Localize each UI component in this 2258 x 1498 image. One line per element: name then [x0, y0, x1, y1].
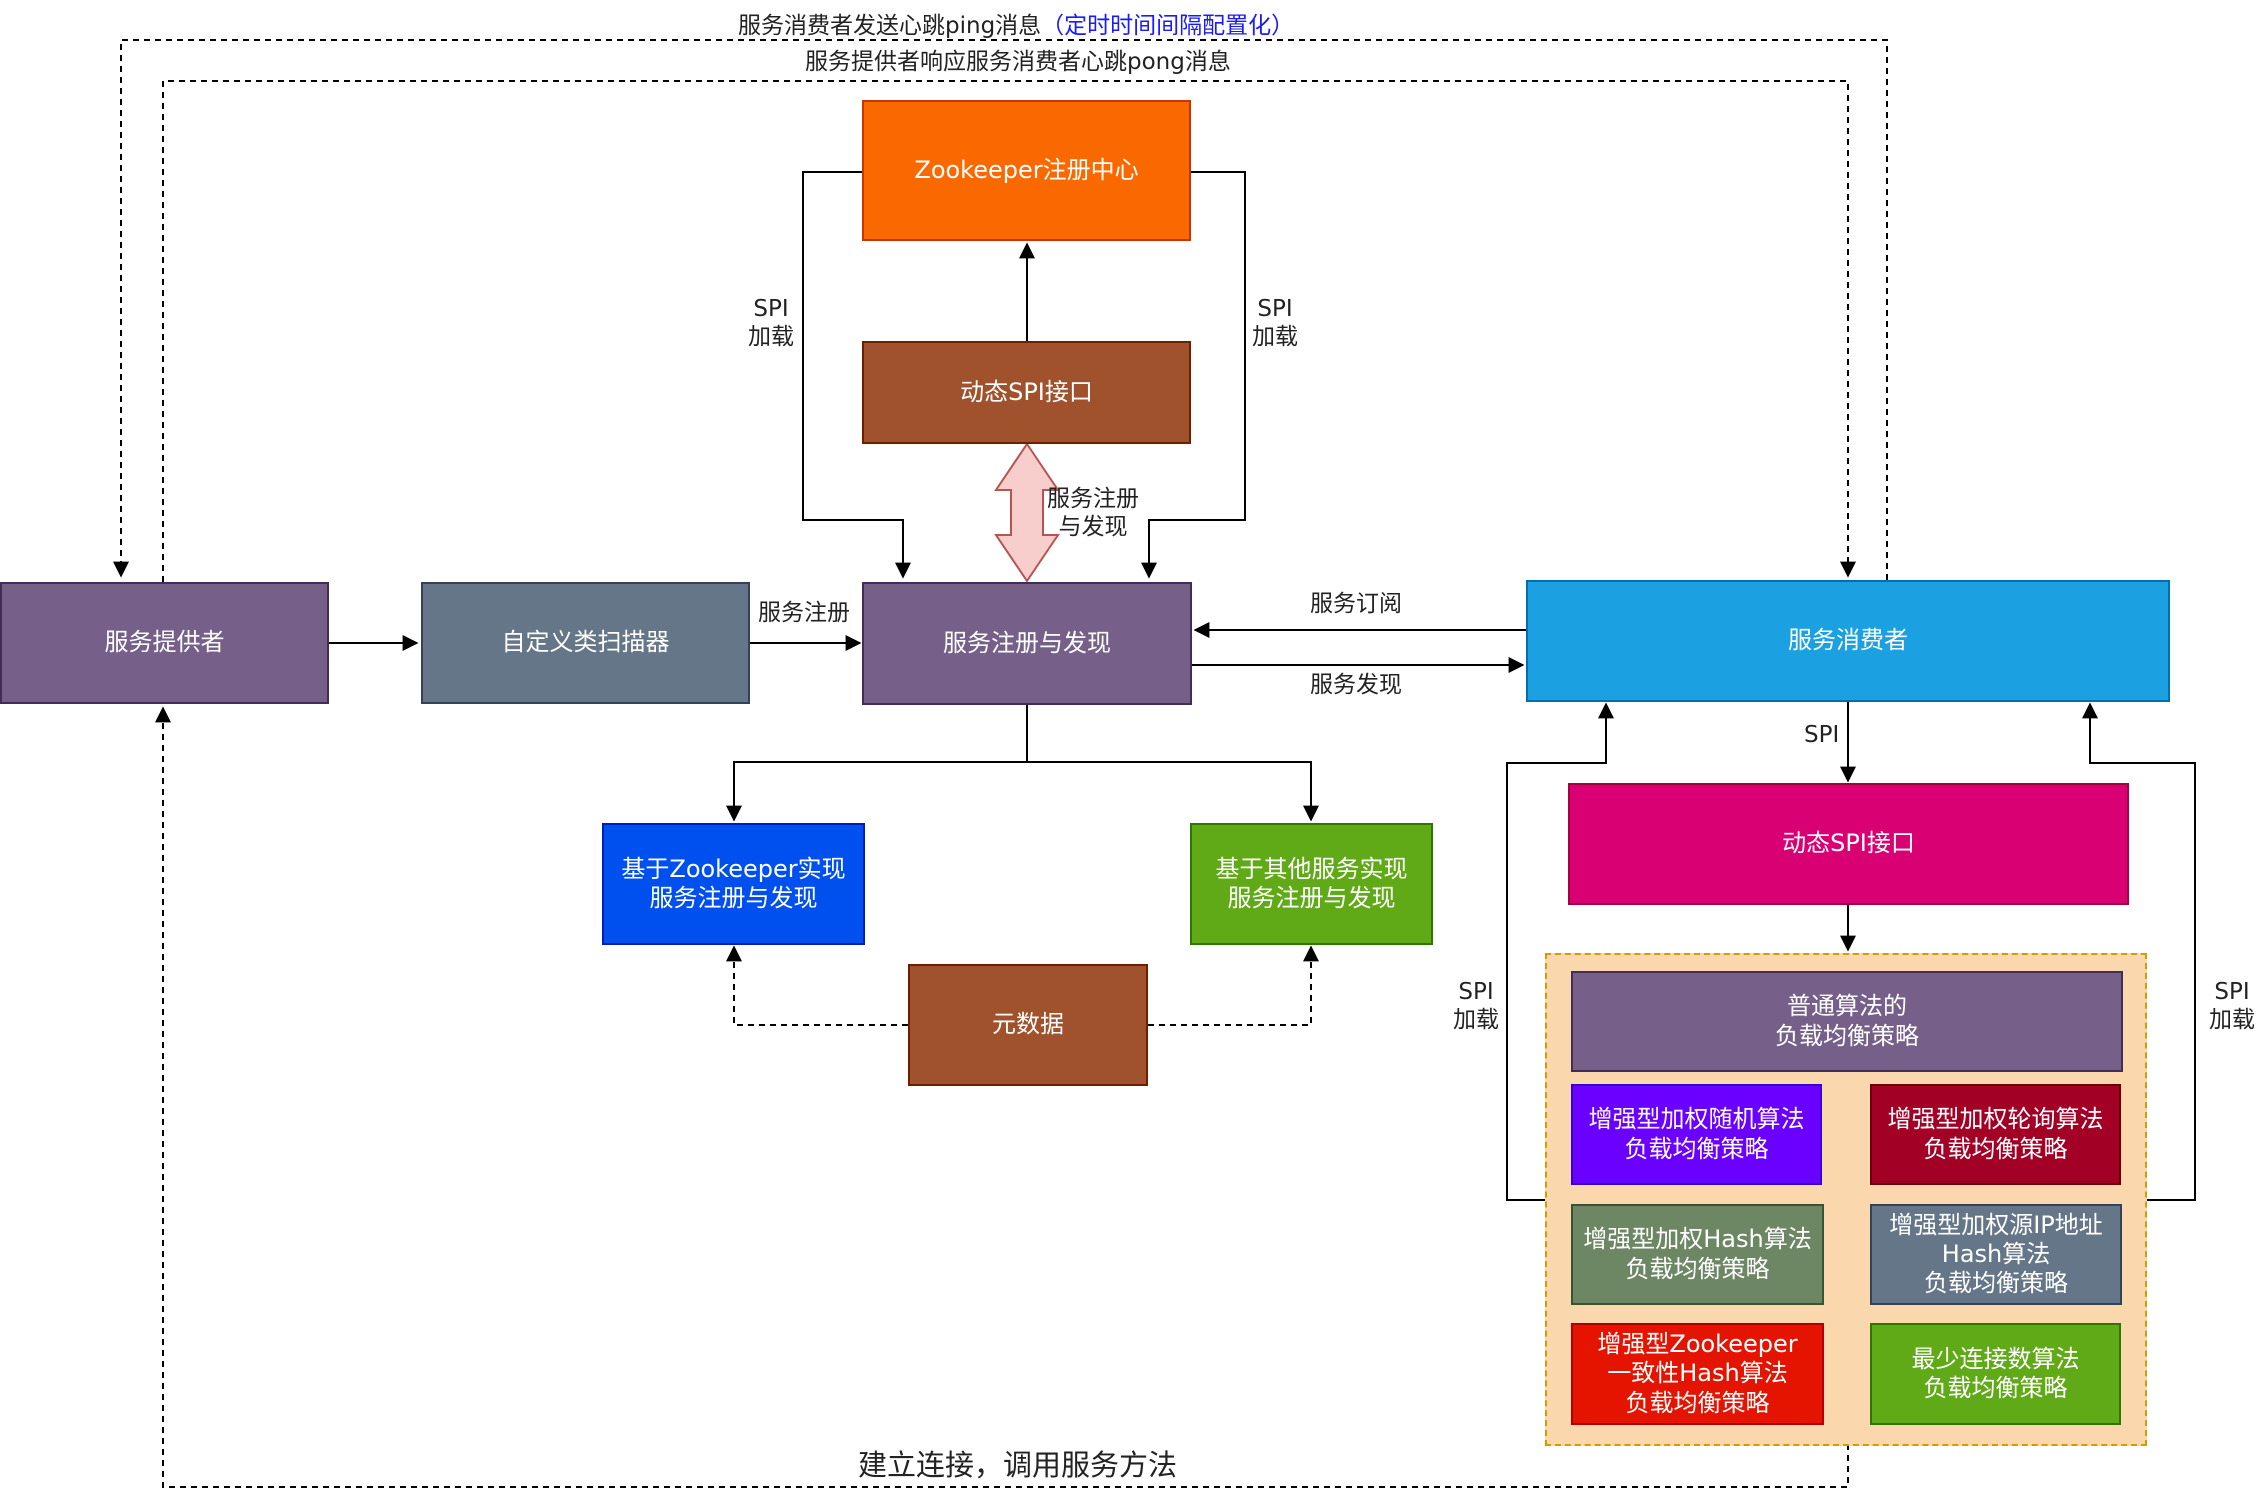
dynamic-spi-interface-right-node[interactable]: 动态SPI接口 [1568, 783, 2129, 905]
custom-class-scanner-node[interactable]: 自定义类扫描器 [421, 582, 750, 704]
register-discover-label: 服务注册 与发现 [1047, 486, 1139, 541]
strategies-to-consumer-left-connector [1506, 702, 1614, 1201]
normal-lb-strategy-node[interactable]: 普通算法的 负载均衡策略 [1571, 971, 2123, 1072]
dynamic-spi-interface-top-node[interactable]: 动态SPI接口 [862, 341, 1191, 444]
metadata-to-zk-impl-connector [726, 945, 908, 1026]
weighted-random-lb-strategy-node[interactable]: 增强型加权随机算法 负载均衡策略 [1571, 1084, 1822, 1185]
zookeeper-impl-node[interactable]: 基于Zookeeper实现 服务注册与发现 [602, 823, 865, 945]
spi-load-left-label: SPI 加载 [748, 296, 794, 351]
ping-heartbeat-label: 服务消费者发送心跳ping消息（定时时间间隔配置化） [738, 13, 1295, 39]
weighted-hash-lb-strategy-node[interactable]: 增强型加权Hash算法 负载均衡策略 [1571, 1204, 1824, 1305]
registry-to-impl-connector [726, 705, 1028, 822]
service-provider-node[interactable]: 服务提供者 [0, 582, 329, 704]
pong-heartbeat-connector [162, 80, 1856, 582]
weighted-round-robin-lb-strategy-node[interactable]: 增强型加权轮询算法 负载均衡策略 [1870, 1084, 2121, 1185]
least-connections-lb-strategy-node[interactable]: 最少连接数算法 负载均衡策略 [1870, 1323, 2121, 1425]
other-service-impl-node[interactable]: 基于其他服务实现 服务注册与发现 [1190, 823, 1433, 945]
metadata-to-other-impl-connector [1148, 945, 1319, 1026]
zookeeper-registry-node[interactable]: Zookeeper注册中心 [862, 100, 1191, 241]
weighted-source-ip-hash-lb-strategy-node[interactable]: 增强型加权源IP地址 Hash算法 负载均衡策略 [1870, 1204, 2122, 1305]
register-edge-label: 服务注册 [758, 600, 850, 626]
pong-heartbeat-label: 服务提供者响应服务消费者心跳pong消息 [805, 49, 1231, 75]
connect-call-label: 建立连接，调用服务方法 [858, 1448, 1178, 1482]
zookeeper-to-registry-left-connector [802, 171, 911, 579]
ping-interval-note: （定时时间间隔配置化） [1041, 13, 1295, 39]
strategies-to-consumer-right-connector [2082, 702, 2196, 1201]
spi-load-lb-left-label: SPI 加载 [1453, 979, 1499, 1034]
connect-call-connector [155, 706, 1849, 1488]
spi-load-lb-right-label: SPI 加载 [2209, 979, 2255, 1034]
subscribe-edge-label: 服务订阅 [1310, 591, 1402, 617]
service-consumer-node[interactable]: 服务消费者 [1526, 580, 2170, 702]
ping-heartbeat-connector [113, 39, 1888, 580]
discover-edge-label: 服务发现 [1310, 672, 1402, 698]
registry-to-other-impl-connector [1027, 761, 1319, 822]
zookeeper-to-registry-right-connector [1141, 171, 1246, 579]
zookeeper-consistent-hash-lb-strategy-node[interactable]: 增强型Zookeeper 一致性Hash算法 负载均衡策略 [1571, 1323, 1824, 1425]
spi-edge-label: SPI [1804, 722, 1840, 748]
spi-load-right-label: SPI 加载 [1252, 296, 1298, 351]
metadata-node[interactable]: 元数据 [908, 964, 1148, 1086]
service-registry-discovery-node[interactable]: 服务注册与发现 [862, 582, 1192, 705]
register-discover-double-arrow [994, 442, 1060, 583]
